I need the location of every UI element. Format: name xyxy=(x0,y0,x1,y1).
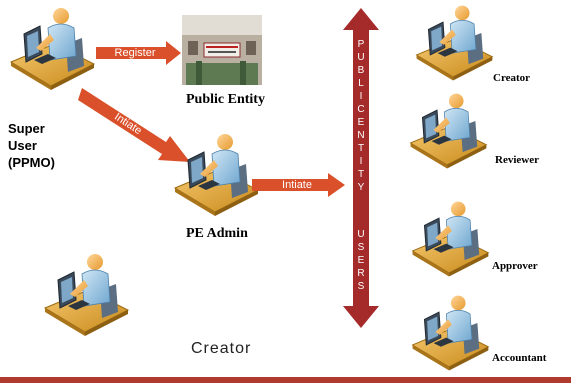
approver-workstation-icon xyxy=(412,201,489,277)
approver-label: Approver xyxy=(492,260,538,272)
pe-admin-label: PE Admin xyxy=(186,226,248,241)
intiate-diagonal-arrow xyxy=(78,88,190,162)
intiate-right-label: Intiate xyxy=(282,179,312,191)
super-user-label: Super User (PPMO) xyxy=(8,121,55,170)
super-user-workstation-icon xyxy=(10,7,95,91)
creator-left-workstation-icon xyxy=(44,253,129,337)
reviewer-workstation-icon xyxy=(410,93,487,169)
bottom-bar xyxy=(0,377,571,383)
accountant-label: Accountant xyxy=(492,352,547,364)
public-entity-label: Public Entity xyxy=(186,92,265,107)
reviewer-label: Reviewer xyxy=(495,154,539,166)
public-entity-building-photo xyxy=(182,15,262,85)
creator-workstation-icon xyxy=(416,5,493,81)
accountant-workstation-icon xyxy=(412,295,489,371)
creator-left-label: Creator xyxy=(191,340,252,357)
register-arrow xyxy=(96,41,181,65)
public-entity-users-arrow xyxy=(343,8,379,328)
intiate-right-arrow xyxy=(252,173,345,197)
register-arrow-label: Register xyxy=(114,47,156,59)
pe-admin-workstation-icon xyxy=(174,133,259,217)
creator-label: Creator xyxy=(493,72,531,84)
